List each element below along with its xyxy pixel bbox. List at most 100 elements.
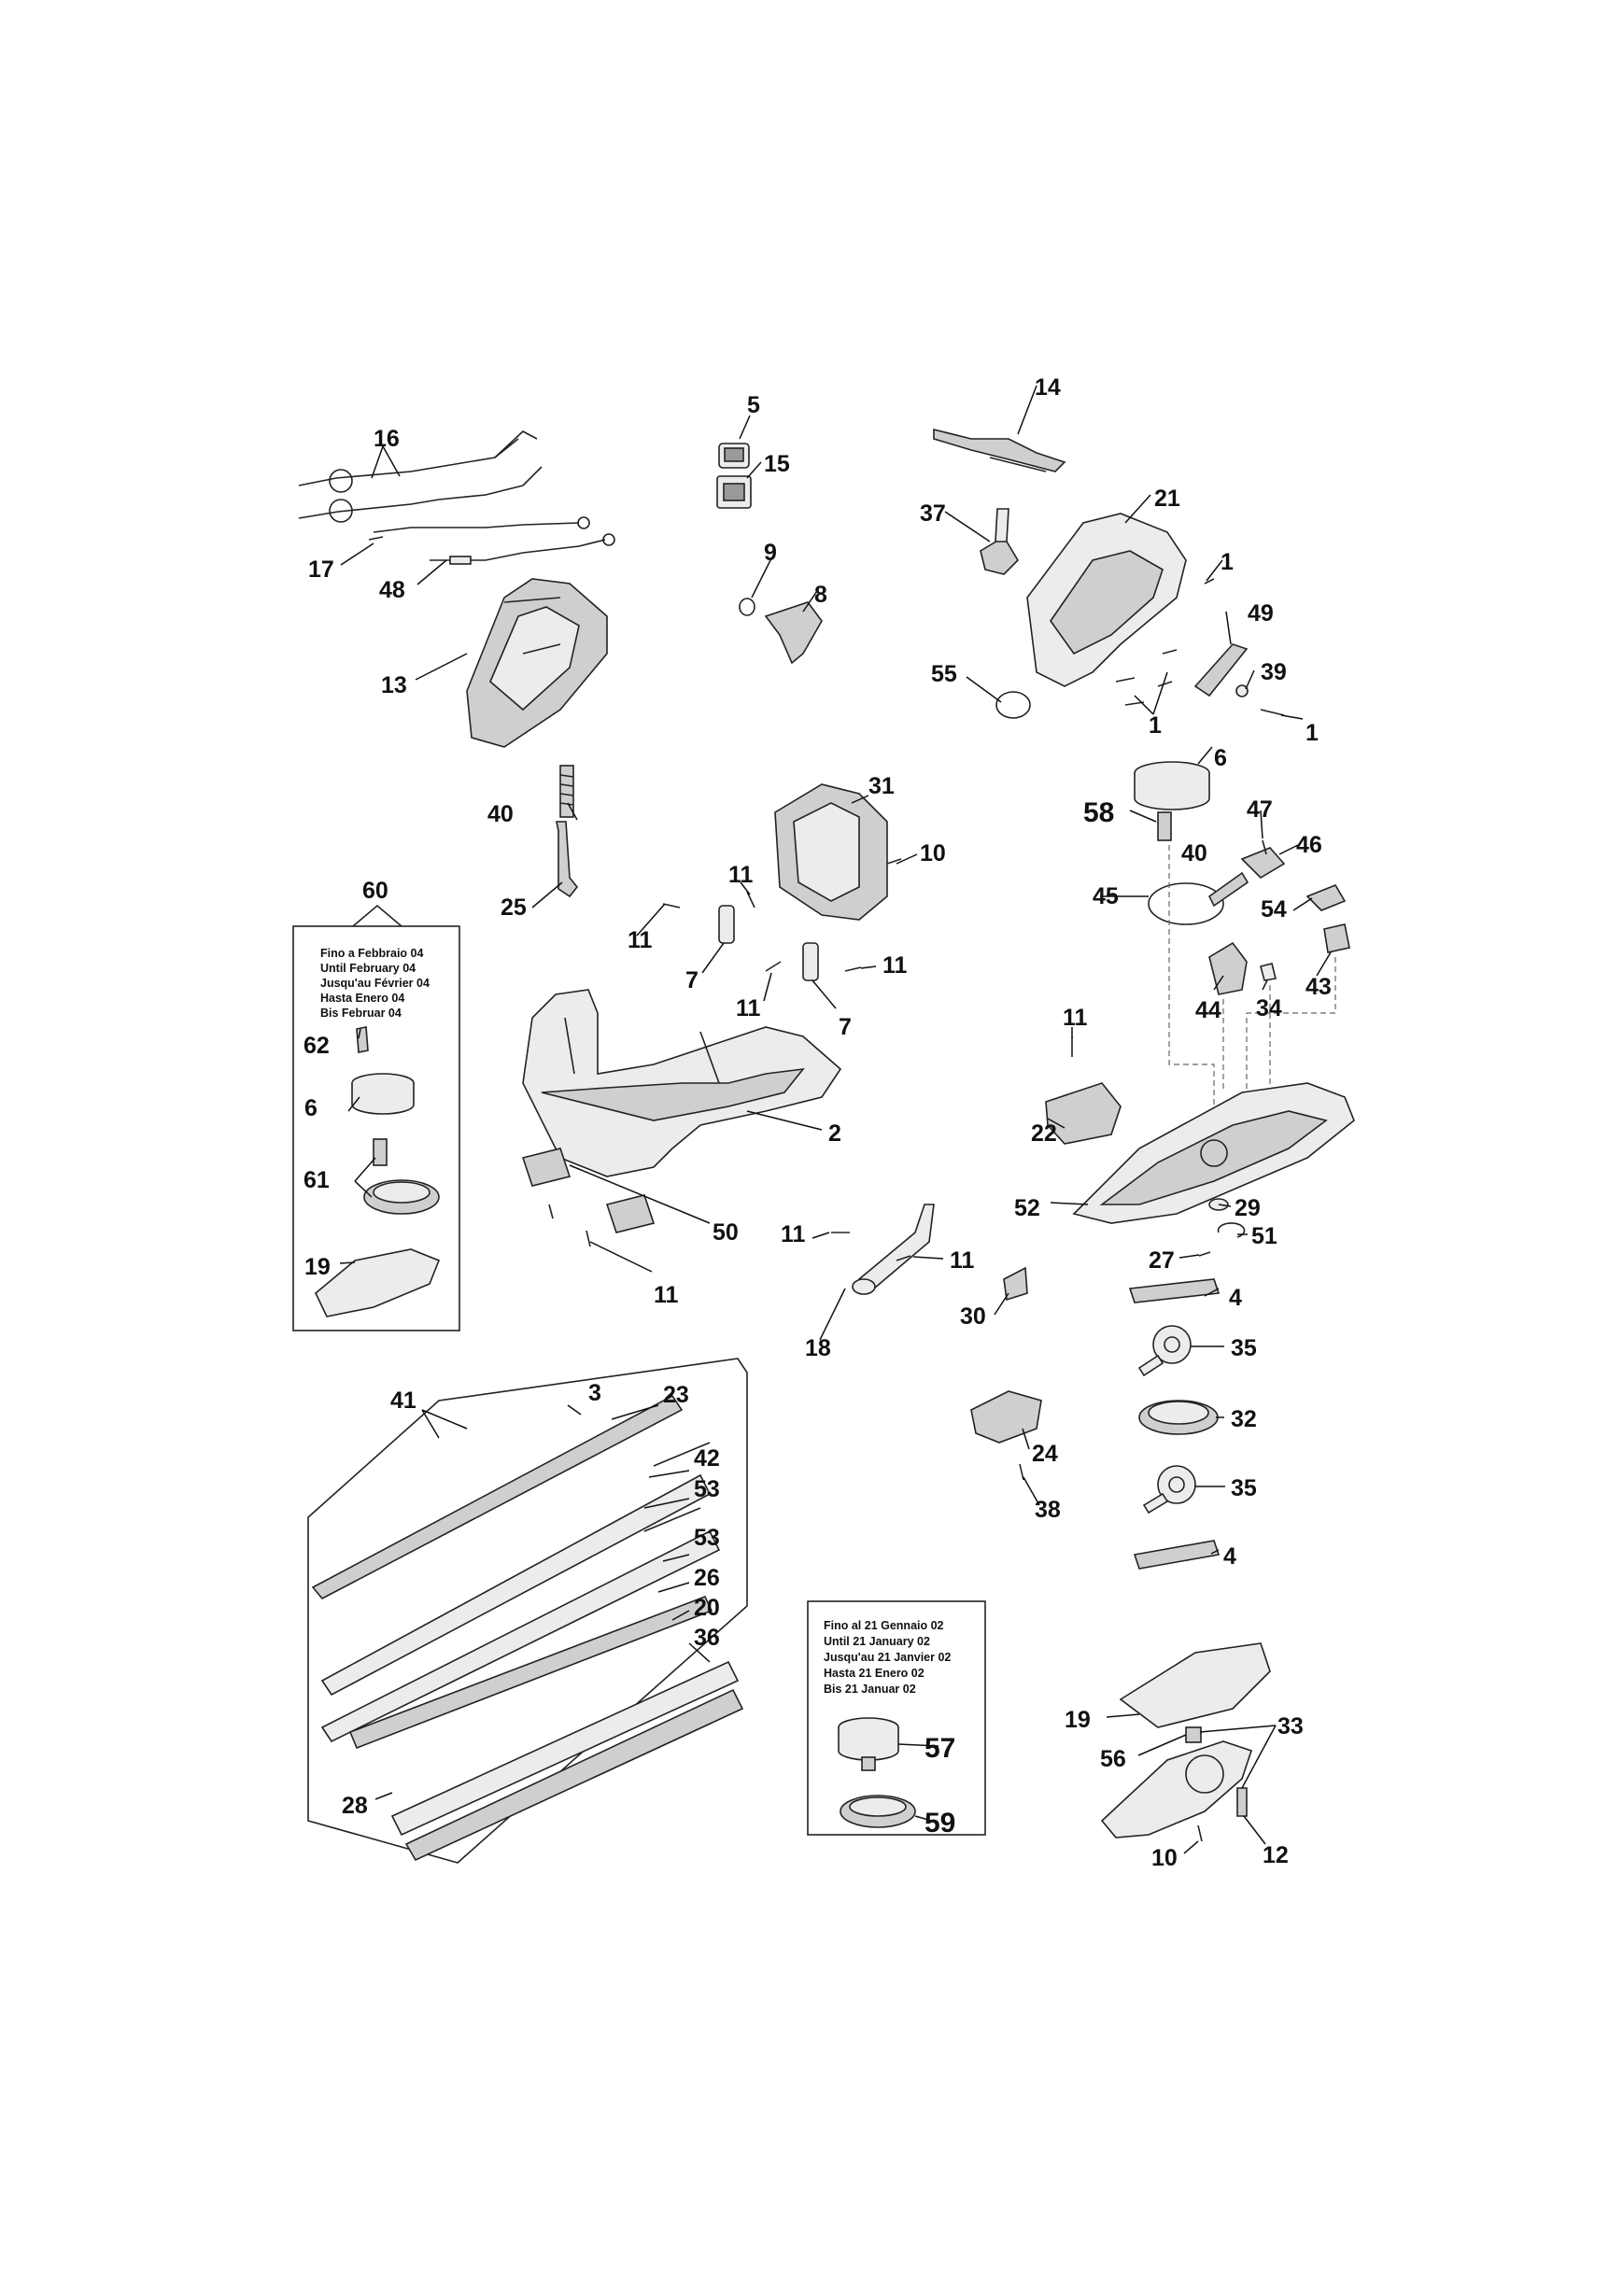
callout-11-c: 11 bbox=[882, 952, 908, 979]
callout-37: 37 bbox=[920, 500, 946, 527]
spring-7-b bbox=[802, 942, 819, 981]
callout-52: 52 bbox=[1014, 1195, 1040, 1221]
ring-55 bbox=[995, 691, 1031, 719]
gear-32 bbox=[1138, 1400, 1219, 1435]
gear-housing-lower bbox=[1100, 1740, 1253, 1838]
callout-54: 54 bbox=[1261, 896, 1287, 923]
callout-61: 61 bbox=[303, 1167, 330, 1193]
callout-11-g: 11 bbox=[950, 1247, 975, 1274]
tube-18 bbox=[852, 1204, 935, 1295]
callout-5: 5 bbox=[747, 392, 760, 418]
callout-45: 45 bbox=[1093, 883, 1119, 909]
callout-43: 43 bbox=[1305, 974, 1332, 1000]
callout-11-f: 11 bbox=[781, 1221, 806, 1247]
callout-35-b: 35 bbox=[1231, 1475, 1257, 1501]
drum-57 bbox=[838, 1717, 899, 1771]
spring-40-left bbox=[559, 765, 574, 818]
spring-40-right bbox=[1207, 871, 1249, 908]
callout-11-a: 11 bbox=[728, 862, 754, 888]
screw-10-top bbox=[886, 858, 902, 865]
callout-33: 33 bbox=[1277, 1713, 1304, 1740]
switch-button-5 bbox=[718, 443, 750, 469]
callout-11-b: 11 bbox=[628, 927, 653, 953]
callout-18: 18 bbox=[805, 1335, 831, 1361]
box-57-line-5: Bis 21 Januar 02 bbox=[824, 1683, 916, 1696]
screw-group-11 bbox=[548, 891, 1073, 1261]
callout-1-c: 1 bbox=[1305, 720, 1319, 746]
stud-12 bbox=[1236, 1787, 1248, 1817]
callout-20: 20 bbox=[694, 1595, 720, 1621]
rod-25 bbox=[556, 821, 579, 898]
pin-62 bbox=[356, 1026, 369, 1053]
gear-housing-52 bbox=[1072, 1082, 1355, 1224]
spring-7-a bbox=[718, 905, 735, 944]
blade-assembly-41 bbox=[307, 1358, 748, 1864]
callout-4-a: 4 bbox=[1229, 1285, 1242, 1311]
callout-11-h: 11 bbox=[654, 1282, 679, 1308]
callout-labels: 16 17 48 13 5 15 9 8 14 37 21 1 49 39 55… bbox=[303, 374, 1332, 1871]
callout-24: 24 bbox=[1032, 1441, 1058, 1467]
callout-47: 47 bbox=[1247, 796, 1273, 823]
callout-27: 27 bbox=[1149, 1247, 1175, 1274]
callout-53-a: 53 bbox=[694, 1476, 720, 1502]
screw-38 bbox=[1019, 1463, 1024, 1481]
lock-lever-37 bbox=[980, 508, 1020, 575]
clip-30 bbox=[1003, 1266, 1028, 1302]
callout-3: 3 bbox=[588, 1380, 601, 1406]
box-57 bbox=[807, 1600, 986, 1836]
box-57-line-4: Hasta 21 Enero 02 bbox=[824, 1667, 924, 1680]
assembly-dashed-lines bbox=[1168, 845, 1336, 1111]
callout-14: 14 bbox=[1035, 374, 1061, 401]
drum-6-old bbox=[351, 1073, 415, 1115]
spring-50-b bbox=[605, 1194, 656, 1233]
pinion-58 bbox=[1157, 811, 1172, 841]
callout-1-b: 1 bbox=[1149, 712, 1162, 739]
callout-8: 8 bbox=[814, 582, 827, 608]
washer-39 bbox=[1235, 684, 1249, 697]
front-handle-2 bbox=[522, 989, 842, 1177]
callout-39: 39 bbox=[1261, 659, 1287, 685]
callout-25: 25 bbox=[501, 894, 527, 921]
callout-53-b: 53 bbox=[694, 1525, 720, 1551]
callout-32: 32 bbox=[1231, 1406, 1257, 1432]
callout-58: 58 bbox=[1083, 797, 1114, 828]
callout-26: 26 bbox=[694, 1565, 720, 1591]
ring-27 bbox=[1198, 1251, 1211, 1257]
callout-21: 21 bbox=[1154, 486, 1180, 512]
callout-41: 41 bbox=[390, 1387, 416, 1414]
callout-34: 34 bbox=[1256, 995, 1282, 1021]
box-60-line-3: Jusqu'au Février 04 bbox=[320, 977, 430, 990]
o-ring-9 bbox=[739, 598, 755, 616]
handle-half-21 bbox=[1026, 513, 1187, 687]
box-57-text: Fino al 21 Gennaio 02 Until 21 January 0… bbox=[824, 1619, 951, 1696]
callout-57: 57 bbox=[924, 1733, 955, 1764]
callout-17: 17 bbox=[308, 556, 334, 583]
callout-16: 16 bbox=[374, 426, 400, 452]
callout-1-a: 1 bbox=[1221, 549, 1234, 575]
drum-6 bbox=[1134, 761, 1210, 810]
callout-35-a: 35 bbox=[1231, 1335, 1257, 1361]
callout-49: 49 bbox=[1248, 600, 1274, 627]
band-45 bbox=[1148, 882, 1224, 925]
cable-harness-16 bbox=[298, 430, 543, 523]
callout-6-a: 6 bbox=[1214, 745, 1227, 771]
cap-43 bbox=[1323, 923, 1350, 953]
callout-7-b: 7 bbox=[839, 1014, 852, 1040]
callout-7-a: 7 bbox=[685, 967, 699, 993]
cover-plate-31 bbox=[774, 783, 888, 921]
callout-19-a: 19 bbox=[304, 1254, 331, 1280]
callout-4-b: 4 bbox=[1223, 1543, 1236, 1570]
link-49 bbox=[1193, 643, 1249, 697]
cam-54 bbox=[1305, 884, 1347, 911]
callout-36: 36 bbox=[694, 1625, 720, 1651]
switch-housing-15 bbox=[716, 475, 752, 509]
callout-60: 60 bbox=[362, 878, 388, 904]
callout-28: 28 bbox=[342, 1793, 368, 1819]
screw-group-1 bbox=[1115, 578, 1285, 716]
box-60 bbox=[292, 904, 460, 1331]
pin-47 bbox=[1262, 839, 1267, 855]
bushing-56 bbox=[1185, 1726, 1202, 1743]
gear-59 bbox=[840, 1795, 916, 1828]
callout-9: 9 bbox=[764, 540, 777, 566]
callout-44: 44 bbox=[1195, 997, 1221, 1023]
